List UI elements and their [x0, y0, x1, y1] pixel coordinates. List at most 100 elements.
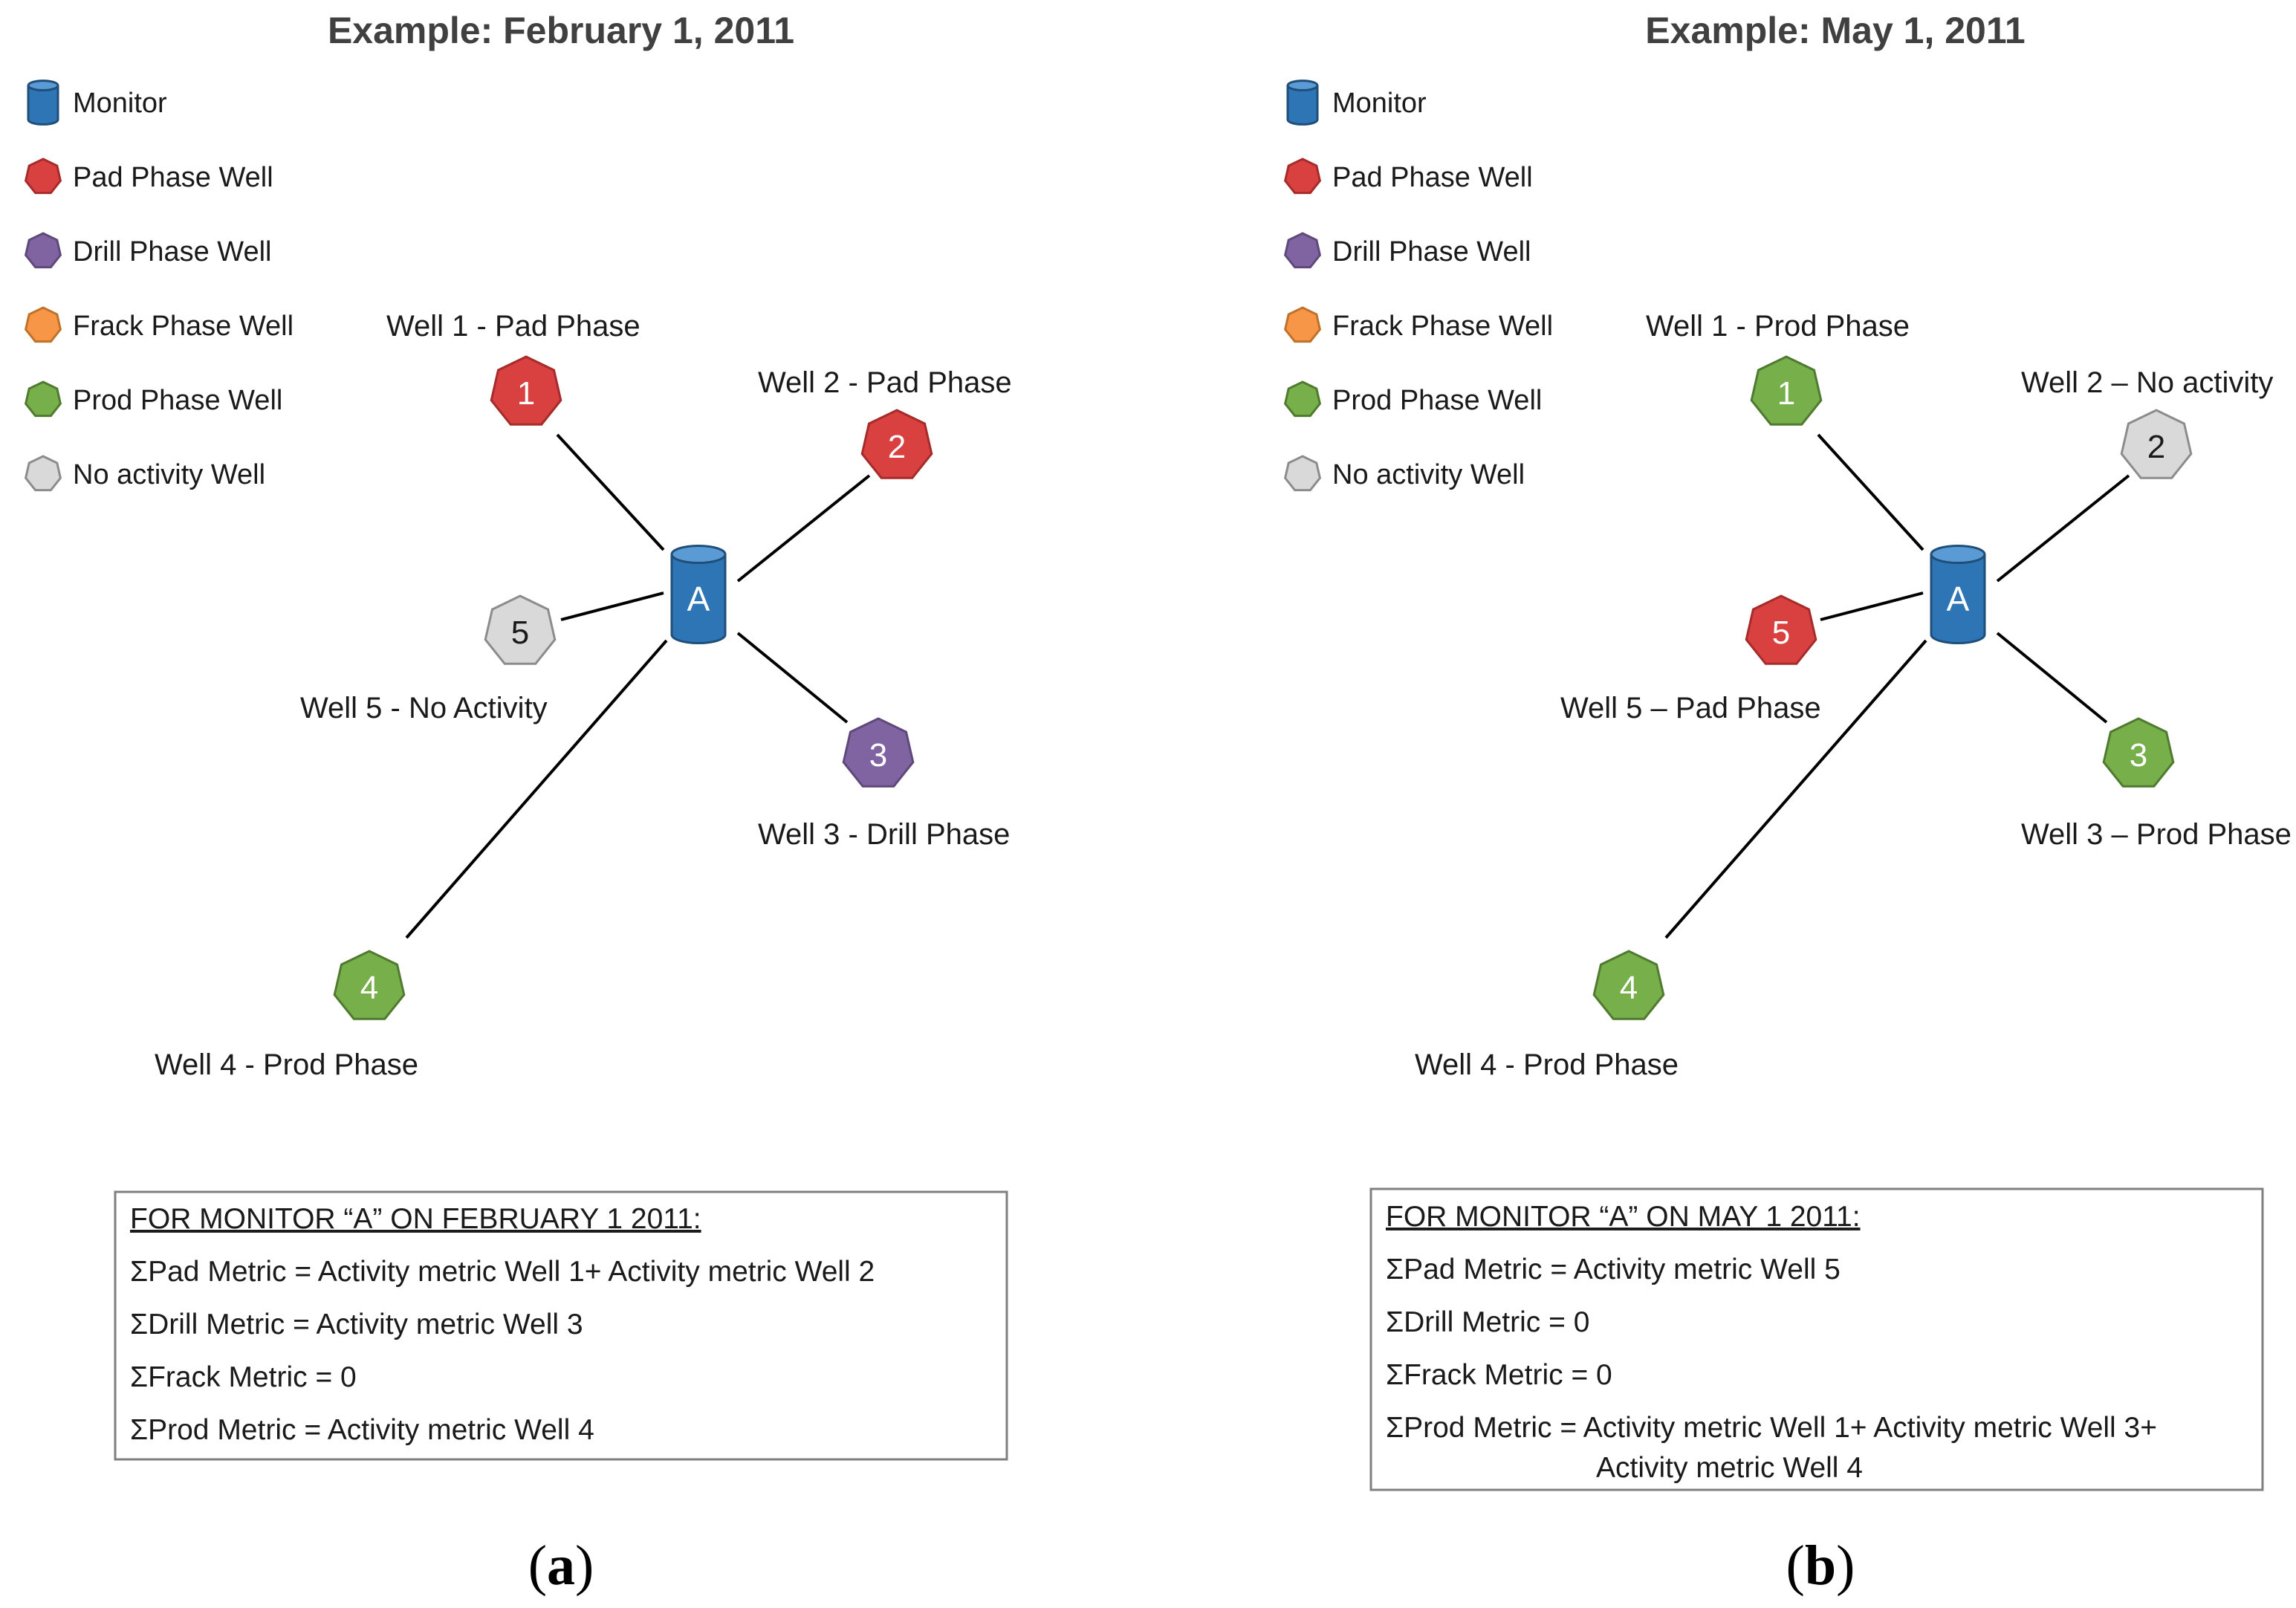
formula-box: FOR MONITOR “A” ON FEBRUARY 1 2011: ΣPad … — [114, 1190, 1008, 1461]
legend-label: Frack Phase Well — [73, 311, 294, 342]
formula-line: ΣPad Metric = Activity metric Well 5 — [1386, 1254, 1841, 1286]
heptagon-icon — [1283, 306, 1322, 343]
well-number: 1 — [1777, 375, 1795, 412]
heptagon-icon — [842, 717, 915, 788]
legend-item-pad: Pad Phase Well — [1283, 158, 1533, 195]
well-number: 1 — [517, 375, 535, 412]
cylinder-icon — [1286, 80, 1319, 126]
well-node-2: 2 Well 2 – No activity — [2021, 366, 2273, 479]
cylinder-icon — [27, 80, 59, 126]
formula-header: FOR MONITOR “A” ON MAY 1 2011: — [1386, 1201, 1861, 1233]
heptagon-icon — [24, 158, 62, 195]
monitor-node: A — [1930, 544, 1986, 644]
connector-line — [736, 632, 849, 724]
formula-line: ΣFrack Metric = 0 — [130, 1361, 357, 1393]
monitor-label: A — [1947, 580, 1970, 618]
monitor-node: A — [670, 544, 727, 644]
heptagon-icon — [1750, 355, 1823, 426]
panel-caption: (b) — [1786, 1534, 1855, 1597]
heptagon-icon — [1283, 158, 1322, 195]
formula-line: ΣProd Metric = Activity metric Well 1+ A… — [1386, 1412, 2157, 1444]
heptagon-icon — [24, 455, 62, 492]
heptagon-icon — [24, 232, 62, 269]
connector-line — [556, 433, 665, 551]
formula-line: Activity metric Well 4 — [1596, 1452, 1863, 1484]
heptagon-icon — [333, 950, 406, 1020]
heptagon-icon — [1283, 232, 1322, 269]
connector-line — [1817, 433, 1924, 551]
well-number: 2 — [2147, 429, 2165, 465]
monitor-label: A — [687, 580, 710, 618]
legend-label: No activity Well — [1332, 459, 1525, 490]
panel-caption: (a) — [528, 1534, 594, 1597]
well-label: Well 1 - Prod Phase — [1646, 310, 1910, 343]
legend-item-none: No activity Well — [1283, 455, 1525, 492]
heptagon-icon — [24, 380, 62, 418]
legend-label: Prod Phase Well — [1332, 385, 1542, 416]
connector-line — [1996, 474, 2130, 583]
well-number: 5 — [1772, 615, 1790, 651]
legend-item-frack: Frack Phase Well — [1283, 306, 1553, 343]
formula-line: ΣFrack Metric = 0 — [1386, 1359, 1612, 1391]
well-label: Well 2 – No activity — [2021, 366, 2273, 399]
connector-line — [560, 591, 664, 621]
legend-item-monitor: Monitor — [27, 80, 167, 126]
legend-label: Frack Phase Well — [1332, 311, 1553, 342]
formula-line: ΣProd Metric = Activity metric Well 4 — [130, 1414, 594, 1446]
legend-label: Prod Phase Well — [73, 385, 282, 416]
well-label: Well 1 - Pad Phase — [386, 310, 641, 343]
cylinder-icon — [1930, 544, 1986, 644]
panel-title: Example: May 1, 2011 — [1645, 10, 2025, 51]
legend-item-drill: Drill Phase Well — [24, 232, 271, 269]
legend-label: No activity Well — [73, 459, 265, 490]
connector-line — [1820, 591, 1924, 621]
heptagon-icon — [24, 306, 62, 343]
heptagon-icon — [1283, 455, 1322, 492]
well-label: Well 4 - Prod Phase — [155, 1048, 418, 1081]
connectors — [405, 433, 871, 939]
legend-item-none: No activity Well — [24, 455, 265, 492]
legend-label: Monitor — [73, 88, 167, 119]
connector-line — [736, 474, 871, 583]
connector-line — [1996, 632, 2108, 724]
well-number: 3 — [2130, 737, 2147, 774]
legend-item-prod: Prod Phase Well — [24, 380, 282, 418]
legend-item-prod: Prod Phase Well — [1283, 380, 1542, 418]
heptagon-icon — [1283, 380, 1322, 418]
well-number: 5 — [511, 615, 529, 651]
heptagon-icon — [490, 355, 562, 426]
well-label: Well 3 - Drill Phase — [758, 818, 1010, 851]
well-node-1: 1 Well 1 - Prod Phase — [1646, 310, 1910, 426]
well-label: Well 4 - Prod Phase — [1415, 1048, 1679, 1081]
well-label: Well 3 – Prod Phase — [2021, 818, 2292, 851]
well-number: 2 — [888, 429, 906, 465]
heptagon-icon — [2102, 717, 2175, 788]
connectors — [1664, 433, 2130, 939]
panel-title: Example: February 1, 2011 — [328, 10, 794, 51]
formula-box-border — [114, 1190, 1008, 1461]
well-label: Well 2 - Pad Phase — [758, 366, 1012, 399]
legend-item-drill: Drill Phase Well — [1283, 232, 1531, 269]
heptagon-icon — [2120, 409, 2193, 479]
heptagon-icon — [484, 594, 557, 665]
formula-line: ΣPad Metric = Activity metric Well 1+ Ac… — [130, 1256, 875, 1288]
legend-label: Pad Phase Well — [73, 162, 273, 193]
connector-line — [405, 639, 668, 939]
cylinder-icon — [670, 544, 727, 644]
legend-label: Drill Phase Well — [73, 236, 271, 268]
formula-header: FOR MONITOR “A” ON FEBRUARY 1 2011: — [130, 1203, 701, 1235]
legend-label: Monitor — [1332, 88, 1427, 119]
well-number: 4 — [1620, 970, 1638, 1006]
formula-line: ΣDrill Metric = Activity metric Well 3 — [130, 1309, 583, 1340]
formula-box-border — [1369, 1187, 2264, 1491]
formula-line: ΣDrill Metric = 0 — [1386, 1306, 1589, 1338]
